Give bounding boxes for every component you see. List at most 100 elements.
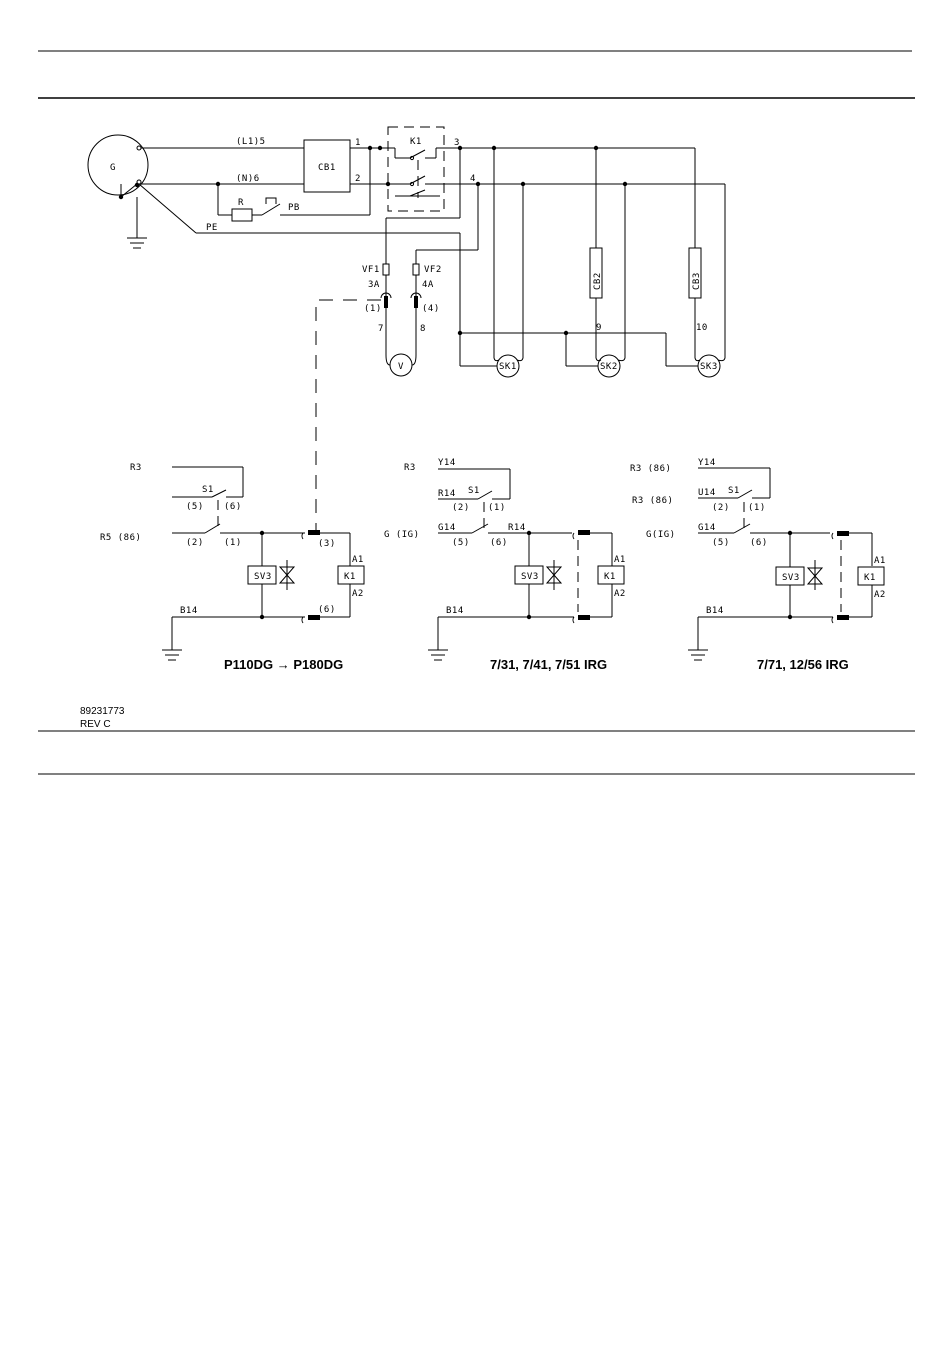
- caption: 7/31, 7/41, 7/51 IRG: [490, 657, 607, 672]
- a1-label: A1: [874, 556, 886, 566]
- fuse-vf2: [412, 263, 420, 276]
- control-circuit-p110dg: R3 S1 (5) (6) R5 (86) (2) (1) SV3 (3) K1…: [100, 463, 365, 672]
- connector-1: [384, 296, 388, 308]
- pin-2-label: (2): [186, 538, 204, 548]
- b14-label: B14: [446, 606, 464, 616]
- mechanical-link: [315, 299, 381, 535]
- wire-7-label: 7: [378, 324, 384, 334]
- vf1-label: VF1: [362, 265, 380, 275]
- part-number: 89231773: [80, 706, 125, 717]
- vf2-rating: 4A: [422, 280, 434, 290]
- sv3-label: SV3: [254, 572, 272, 582]
- diode-icon: [278, 566, 296, 584]
- diode-icon: [545, 566, 563, 584]
- k1-label: K1: [410, 137, 422, 147]
- r14-label: R14: [438, 489, 456, 499]
- pin-1-label: (1): [364, 304, 382, 314]
- wire-9-label: 9: [596, 323, 602, 333]
- connector: [578, 615, 590, 620]
- y14-label: Y14: [698, 458, 716, 468]
- sk1-label: SK1: [499, 362, 517, 372]
- contactor-k1: [387, 126, 445, 212]
- circuit-breaker-cb1: [303, 139, 351, 193]
- sk3-label: SK3: [700, 362, 718, 372]
- r5-label: R5 (86): [100, 533, 141, 543]
- sv3-label: SV3: [521, 572, 539, 582]
- connector: [837, 615, 849, 620]
- vf1-rating: 3A: [368, 280, 380, 290]
- vf2-label: VF2: [424, 265, 442, 275]
- y14-label: Y14: [438, 458, 456, 468]
- generator-symbol: [87, 134, 149, 196]
- caption: 7/71, 12/56 IRG: [757, 657, 849, 672]
- u14-label: U14: [698, 488, 716, 498]
- k1-label: K1: [604, 572, 616, 582]
- r3-86-label-a: R3 (86): [630, 464, 671, 474]
- solenoid-valve-sv3: [247, 565, 277, 585]
- k1-label: K1: [864, 573, 876, 583]
- wire-10-label: 10: [696, 323, 708, 333]
- sv3-label: SV3: [782, 573, 800, 583]
- cb1-terminal-2: 2: [355, 174, 361, 184]
- a1-label: A1: [352, 555, 364, 565]
- caption: P110DG → P180DG: [224, 657, 343, 672]
- pin-3-label: (3): [318, 539, 336, 549]
- r3-label: R3: [130, 463, 142, 473]
- pin-6-label: (6): [750, 538, 768, 548]
- a2-label: A2: [352, 589, 364, 599]
- cb1-terminal-1: 1: [355, 138, 361, 148]
- pin-2-label: (2): [712, 503, 730, 513]
- relay-k1: [337, 565, 365, 585]
- diode-icon: [806, 567, 824, 585]
- b14-label: B14: [706, 606, 724, 616]
- pin-4-label: (4): [422, 304, 440, 314]
- pushbutton-pb: [261, 203, 281, 216]
- s1-pin5: (5): [186, 502, 204, 512]
- revision: REV C: [80, 719, 111, 730]
- wire-pe: [138, 183, 197, 234]
- cb1-label: CB1: [318, 163, 336, 173]
- generator-terminal-l: [136, 145, 142, 151]
- pe-label: PE: [206, 223, 218, 233]
- cb2-label: CB2: [593, 272, 603, 290]
- a1-label: A1: [614, 555, 626, 565]
- switch-s1: [211, 489, 227, 498]
- pin-1-label: (1): [488, 503, 506, 513]
- switch-s1: [477, 490, 493, 500]
- socket-sk3: [697, 354, 721, 378]
- pin-1-label: (1): [748, 503, 766, 513]
- g14-label: G14: [438, 523, 456, 533]
- relay-k1: [857, 566, 885, 586]
- s1-label: S1: [202, 485, 214, 495]
- r14b-label: R14: [508, 523, 526, 533]
- solenoid-valve-sv3: [775, 566, 805, 586]
- wire-l1-label: (L1)5: [236, 137, 266, 147]
- control-circuit-irg-2: R3 (86) Y14 R3 (86) U14 S1 (2) (1) G(IG)…: [630, 458, 886, 672]
- generator-label: G: [110, 163, 116, 173]
- pin-1-label: (1): [224, 538, 242, 548]
- pin-6-label: (6): [490, 538, 508, 548]
- relay-k1: [597, 565, 625, 585]
- s1-label: S1: [468, 486, 480, 496]
- voltmeter-label: V: [398, 362, 404, 372]
- main-circuit: G (L1)5 (N)6 PE R PB CB1: [87, 126, 726, 535]
- connector: [837, 531, 849, 536]
- a2-label: A2: [874, 590, 886, 600]
- solenoid-valve-sv3: [514, 565, 544, 585]
- b14-label: B14: [180, 606, 198, 616]
- control-circuit-irg-1: R3 Y14 R14 S1 (2) (1) G (IG) G14 R14 (5)…: [384, 458, 626, 672]
- g-ig-label: G (IG): [384, 530, 420, 540]
- switch-s1: [737, 489, 753, 499]
- cb3-label: CB3: [692, 272, 702, 290]
- k1-label: K1: [344, 572, 356, 582]
- pin-2-label: (2): [452, 503, 470, 513]
- resistor-r: [231, 208, 253, 222]
- socket-sk1: [496, 354, 520, 378]
- terminal-3: 3: [454, 138, 460, 148]
- pin-5-label: (5): [452, 538, 470, 548]
- wire-8-label: 8: [420, 324, 426, 334]
- resistor-label: R: [238, 198, 244, 208]
- connector-4: [414, 296, 418, 308]
